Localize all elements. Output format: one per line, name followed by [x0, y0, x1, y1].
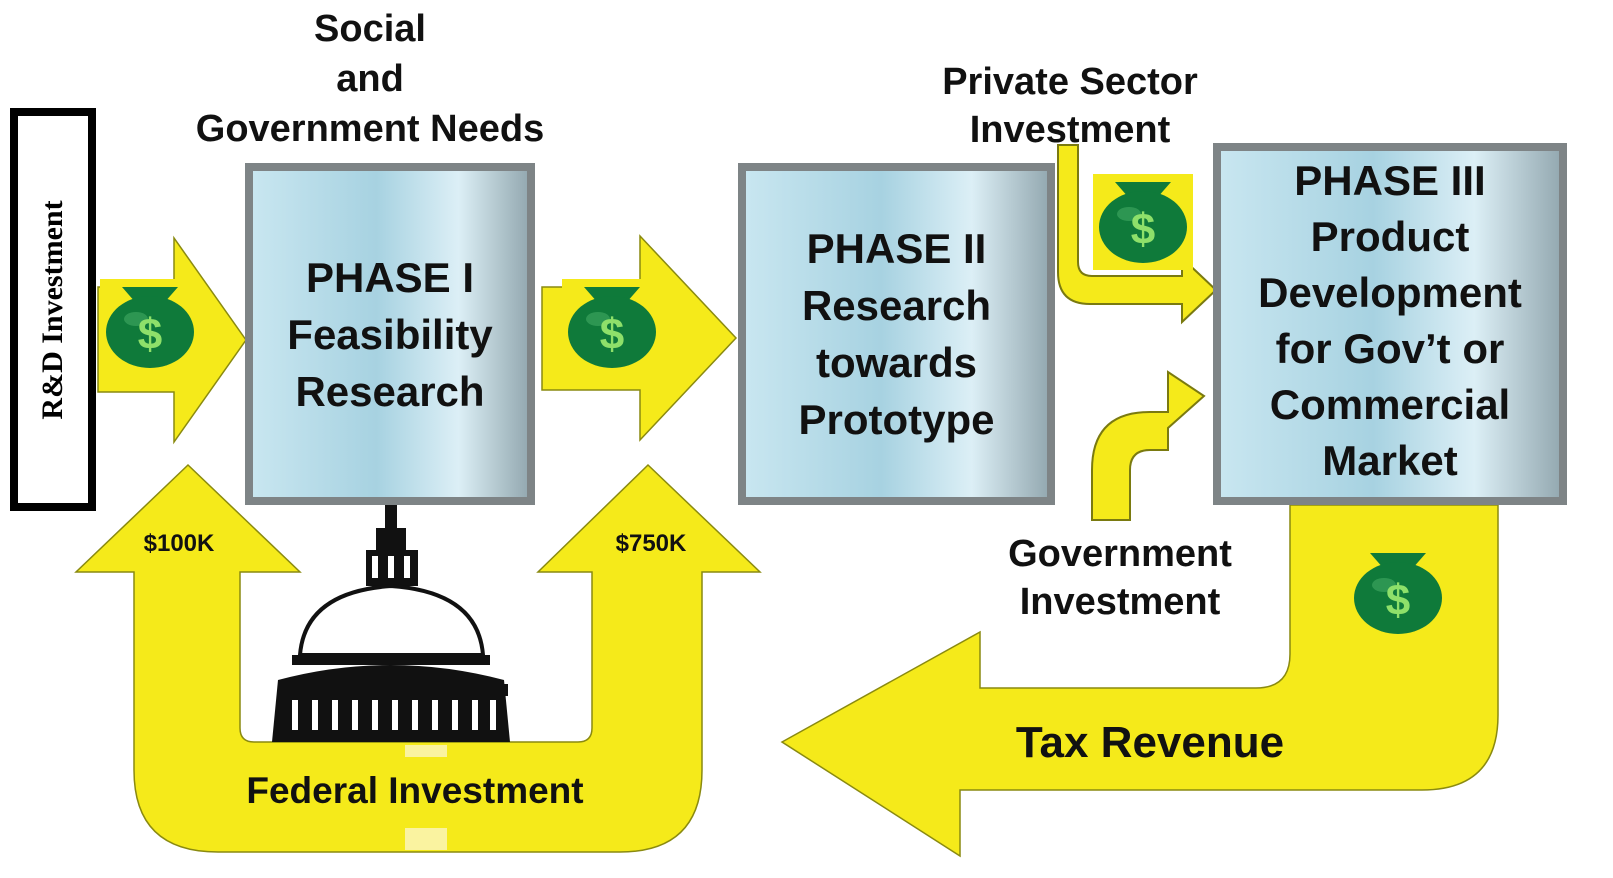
- private-sector-arrow: [1057, 144, 1218, 325]
- tax-revenue-arrow: [780, 504, 1499, 858]
- phase-1-amount: $100K: [143, 530, 215, 557]
- government-investment-label: Government Investment: [1008, 533, 1232, 623]
- private-sector-investment-label: Private Sector Investment: [942, 61, 1198, 151]
- phase-1-box: PHASE I Feasibility Research: [245, 163, 535, 505]
- phase-2-amount: $750K: [615, 530, 687, 557]
- money-bag-icon: [1093, 174, 1193, 270]
- tax-revenue-label: Tax Revenue: [1015, 718, 1285, 767]
- phase-3-box: PHASE III Product Development for Gov’t …: [1213, 143, 1567, 505]
- government-investment-arrow: [1091, 370, 1206, 521]
- rd-investment-box: R&D Investment: [10, 108, 96, 511]
- capitol-building-icon: [272, 505, 510, 850]
- money-bag-icon: [1348, 545, 1448, 641]
- phase-2-box: PHASE II Research towards Prototype: [738, 163, 1055, 505]
- rd-investment-label: R&D Investment: [36, 199, 69, 420]
- social-government-needs-label: Social and Government Needs: [195, 8, 545, 150]
- federal-investment-arrow: [74, 463, 762, 853]
- federal-investment-label: Federal Investment: [246, 770, 584, 811]
- money-bag-icon: [100, 279, 200, 375]
- money-bag-icon: [562, 279, 662, 375]
